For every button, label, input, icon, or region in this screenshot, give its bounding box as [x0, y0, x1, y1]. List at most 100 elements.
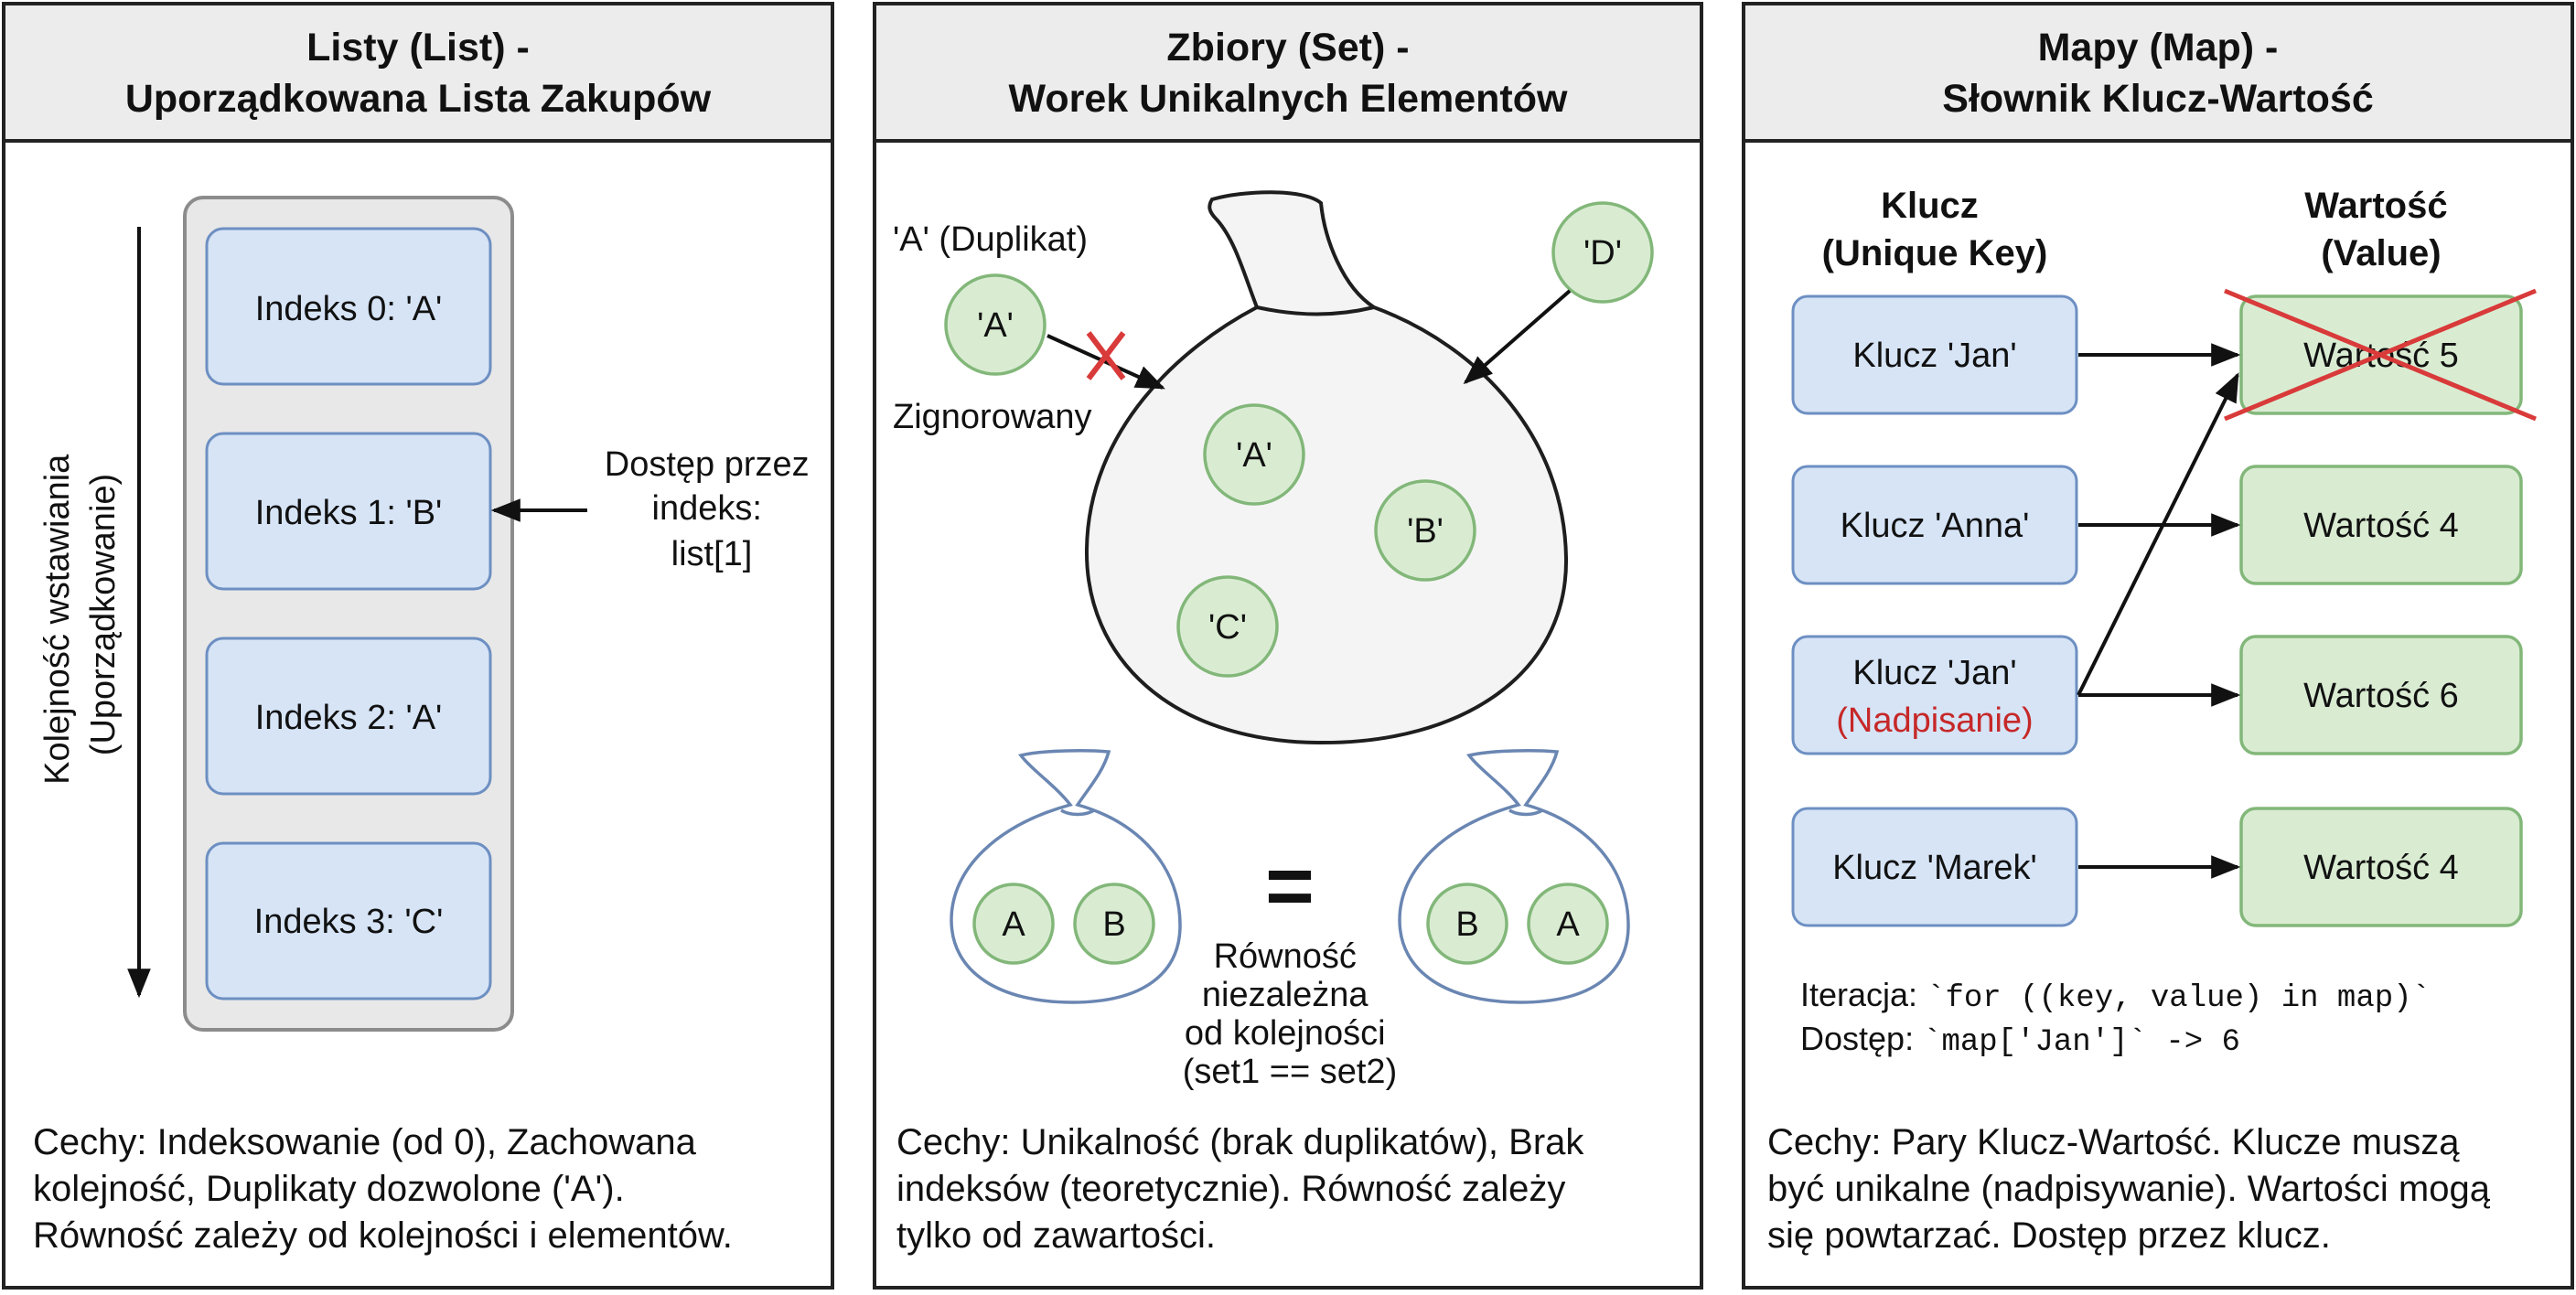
map-value-label: Wartość 6 — [2303, 677, 2459, 715]
map-key-label: Klucz 'Anna' — [1841, 507, 2030, 545]
list-features: Cechy: Indeksowanie (od 0), Zachowana ko… — [33, 1122, 733, 1256]
set1-element: B — [1073, 883, 1155, 965]
set-element-label: 'A' — [1236, 436, 1272, 475]
set2-element: B — [1426, 883, 1508, 965]
index-access-line2: indeks: — [652, 489, 762, 528]
insertion-order-line2: (Uporządkowanie) — [84, 474, 123, 755]
set-element-label: 'B' — [1407, 512, 1444, 551]
insert-arrow — [1463, 289, 1572, 385]
equality-line3: od kolejności — [1185, 1014, 1386, 1053]
value-column-header: Wartość (Value) — [2304, 186, 2457, 273]
value-header-line1: Wartość — [2304, 186, 2447, 226]
map-key-label: Klucz 'Marek' — [1832, 849, 2037, 887]
index-access-line1: Dostęp przez — [605, 445, 810, 484]
list-title-line1: Listy (List) - — [306, 26, 530, 70]
list-features-line1: Cechy: Indeksowanie (od 0), Zachowana — [33, 1122, 697, 1162]
duplicate-element: 'A' — [944, 273, 1046, 376]
iteration-note: Iteracja: `for ((key, value) in map)` — [1800, 976, 2431, 1016]
map-key: Klucz 'Jan' — [1791, 294, 2078, 415]
new-element: 'D' — [1551, 201, 1654, 304]
map-value: Wartość 4 — [2239, 465, 2523, 585]
set2-element-label: A — [1556, 905, 1580, 944]
set-features-line1: Cechy: Unikalność (brak duplikatów), Bra… — [896, 1122, 1584, 1162]
set-element-label: 'C' — [1208, 608, 1247, 647]
set-element: 'B' — [1374, 479, 1476, 582]
map-features-line2: być unikalne (nadpisywanie). Wartości mo… — [1767, 1169, 2491, 1209]
map-title-line2: Słownik Klucz-Wartość — [1942, 77, 2373, 121]
set2-element-label: B — [1455, 905, 1478, 944]
overwrite-note: (Nadpisanie) — [1836, 701, 2033, 740]
map-value: Wartość 6 — [2239, 635, 2523, 755]
access-code: `map['Jan']` -> 6 — [1923, 1025, 2240, 1060]
list-item-label: Indeks 1: 'B' — [255, 494, 443, 532]
map-value-label: Wartość 4 — [2303, 849, 2459, 887]
iteration-prefix: Iteracja: — [1800, 976, 1927, 1013]
map-features-line1: Cechy: Pary Klucz-Wartość. Klucze muszą — [1767, 1122, 2460, 1162]
map-value: Wartość 5 — [2224, 288, 2537, 422]
insertion-order-line1: Kolejność wstawiania — [38, 454, 77, 785]
index-access-line3: list[1] — [671, 535, 753, 573]
set-element: 'C' — [1176, 575, 1279, 678]
map-overwrite-arrow — [2077, 372, 2239, 696]
set-element: 'A' — [1203, 403, 1305, 506]
equality-note: Równość niezależna od kolejności (set1 =… — [1183, 937, 1397, 1091]
index-access-label: Dostęp przez indeks: list[1] — [605, 445, 819, 573]
set-title-line2: Worek Unikalnych Elementów — [1009, 77, 1568, 121]
list-features-line3: Równość zależy od kolejności i elementów… — [33, 1215, 733, 1256]
list-item: Indeks 3: 'C' — [205, 841, 492, 1001]
map-title-line1: Mapy (Map) - — [2038, 26, 2279, 70]
map-features: Cechy: Pary Klucz-Wartość. Klucze muszą … — [1767, 1122, 2500, 1256]
set-panel: Zbiory (Set) - Worek Unikalnych Elementó… — [873, 2, 1703, 1290]
map-key: Klucz 'Jan' (Nadpisanie) — [1791, 635, 2078, 755]
map-features-line3: się powtarzać. Dostęp przez klucz. — [1767, 1215, 2331, 1256]
list-features-line2: kolejność, Duplikaty dozwolone ('A'). — [33, 1169, 625, 1209]
list-item-label: Indeks 2: 'A' — [255, 699, 443, 737]
value-header-line2: (Value) — [2321, 233, 2441, 273]
duplicate-arrow — [1046, 334, 1165, 390]
key-column-header: Klucz (Unique Key) — [1822, 186, 2048, 273]
duplicate-element-label: 'A' — [977, 306, 1014, 345]
set2-element: A — [1527, 883, 1609, 965]
equality-line1: Równość — [1214, 937, 1357, 976]
overwritten-cross-icon — [2224, 288, 2537, 422]
map-value-label: Wartość 4 — [2303, 507, 2459, 545]
map-key: Klucz 'Marek' — [1791, 807, 2078, 927]
key-header-line1: Klucz — [1881, 186, 1979, 226]
set-bag-tie — [1256, 305, 1375, 316]
set-features: Cechy: Unikalność (brak duplikatów), Bra… — [896, 1122, 1594, 1256]
ignored-label: Zignorowany — [893, 398, 1092, 436]
rejected-cross-icon — [1086, 331, 1126, 380]
list-item: Indeks 0: 'A' — [205, 227, 492, 386]
list-container — [183, 196, 514, 1032]
duplicate-label: 'A' (Duplikat) — [893, 220, 1088, 259]
insertion-order-label: Kolejność wstawiania (Uporządkowanie) — [38, 444, 123, 785]
new-element-label: 'D' — [1583, 234, 1622, 273]
map-key-label: Klucz 'Jan' — [1852, 337, 2016, 375]
list-item: Indeks 1: 'B' — [205, 432, 492, 591]
equality-line4: (set1 == set2) — [1183, 1053, 1397, 1091]
equality-line2: niezależna — [1202, 976, 1369, 1014]
set1-element-label: B — [1102, 905, 1125, 944]
set1-element: A — [972, 883, 1055, 965]
map-panel: Mapy (Map) - Słownik Klucz-Wartość Klucz… — [1742, 2, 2574, 1290]
list-item: Indeks 2: 'A' — [205, 637, 492, 796]
access-note: Dostęp: `map['Jan']` -> 6 — [1800, 1020, 2240, 1060]
key-header-line2: (Unique Key) — [1822, 233, 2048, 273]
set1-element-label: A — [1002, 905, 1025, 944]
set-features-line3: tylko od zawartości. — [896, 1215, 1216, 1256]
map-panel-header — [1742, 2, 2574, 143]
equals-sign: = — [1265, 840, 1315, 933]
list-item-label: Indeks 0: 'A' — [255, 290, 443, 328]
access-prefix: Dostęp: — [1800, 1020, 1923, 1057]
set-panel-header — [873, 2, 1703, 143]
list-panel-header — [2, 2, 834, 143]
map-key-label: Klucz 'Jan' — [1852, 654, 2016, 692]
list-item-label: Indeks 3: 'C' — [254, 903, 444, 941]
set-features-line2: indeksów (teoretycznie). Równość zależy — [896, 1169, 1565, 1209]
map-key: Klucz 'Anna' — [1791, 465, 2078, 585]
map-value: Wartość 4 — [2239, 807, 2523, 927]
iteration-code: `for ((key, value) in map)` — [1927, 981, 2431, 1016]
list-panel: Listy (List) - Uporządkowana Lista Zakup… — [2, 2, 834, 1290]
set-title-line1: Zbiory (Set) - — [1166, 26, 1409, 70]
list-title-line2: Uporządkowana Lista Zakupów — [125, 77, 712, 121]
